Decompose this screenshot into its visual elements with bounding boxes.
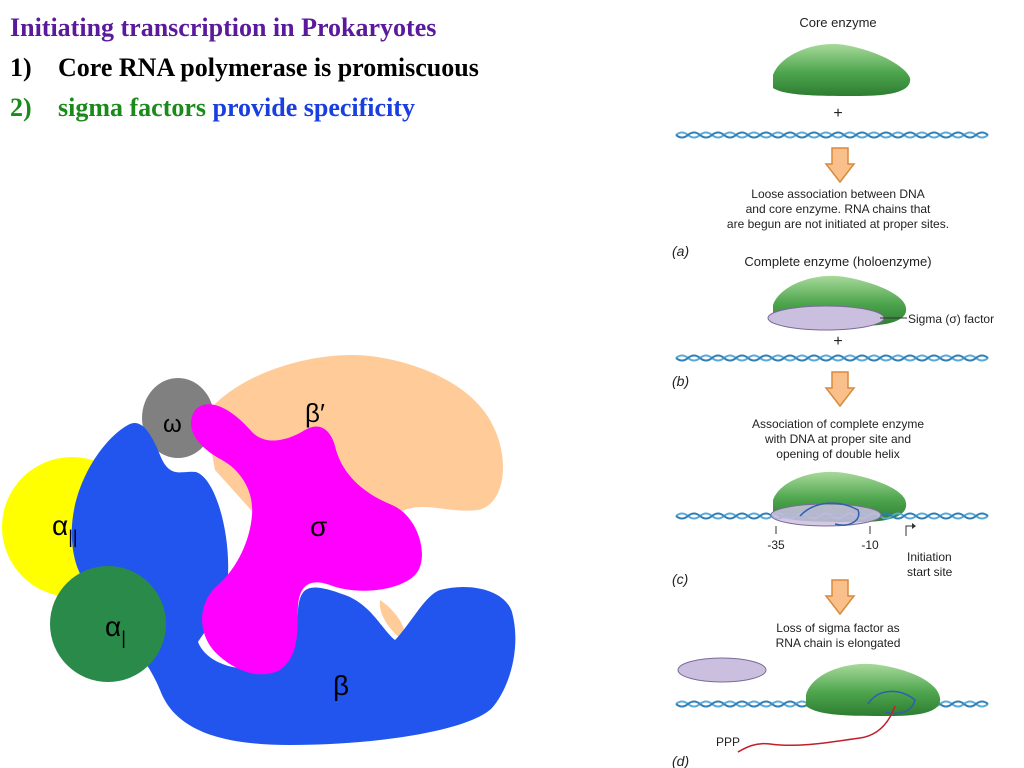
slide-title: Initiating transcription in Prokaryotes	[10, 13, 437, 42]
dna-helix-a	[675, 131, 989, 139]
core-enzyme-shape	[773, 44, 911, 96]
panel-d-letter: (d)	[672, 753, 689, 768]
dna-helix-b	[675, 354, 989, 362]
point-2-text-a: sigma factors	[58, 93, 207, 122]
sigma-factor-label: Sigma (σ) factor	[908, 312, 994, 326]
caption-b-line-2: with DNA at proper site and	[764, 432, 911, 446]
beta-prime-label: β′	[305, 398, 325, 428]
arrow-c	[825, 579, 855, 615]
beta-label: β	[333, 670, 349, 701]
released-sigma-shape	[677, 657, 767, 683]
start-site-arrowhead	[912, 523, 916, 529]
transcription-bubble	[867, 690, 916, 715]
rna-chain	[737, 705, 896, 753]
plus-sign-b: +	[833, 333, 842, 350]
sigma-subunit	[191, 404, 422, 675]
minus-35-label: -35	[767, 538, 785, 552]
caption-b-line-3: opening of double helix	[776, 447, 899, 461]
panel-c-letter: (c)	[672, 571, 688, 587]
point-2-text-b: provide specificity	[212, 93, 415, 122]
holoenzyme-label: Complete enzyme (holoenzyme)	[744, 254, 931, 269]
caption-b-line-1: Association of complete enzyme	[752, 417, 924, 431]
point-2: 2) sigma factors provide specificity	[10, 88, 479, 128]
point-2-number: 2)	[10, 93, 32, 122]
point-1-number: 1)	[10, 53, 32, 82]
point-1: 1) Core RNA polymerase is promiscuous	[10, 48, 479, 88]
elongating-core-shape	[806, 663, 941, 716]
sigma-label: σ	[310, 511, 327, 542]
caption-a-line-1: Loose association between DNA	[751, 187, 924, 201]
start-site-label-1: Initiation	[907, 550, 952, 564]
omega-label: ω	[163, 411, 182, 438]
caption-c-line-1: Loss of sigma factor as	[776, 621, 899, 635]
title-block: Initiating transcription in Prokaryotes …	[10, 8, 479, 128]
start-site-marker	[905, 525, 914, 536]
point-1-text: Core RNA polymerase is promiscuous	[58, 53, 479, 82]
alpha-2-label: α||	[52, 510, 78, 547]
core-enzyme-label: Core enzyme	[799, 15, 876, 30]
alpha-1-label: α|	[105, 611, 126, 648]
panel-a-letter: (a)	[672, 243, 689, 259]
beta-subunit	[71, 423, 516, 745]
open-complex-bubble	[799, 502, 860, 526]
bound-sigma-shape	[770, 503, 882, 527]
plus-sign-a: +	[833, 105, 842, 122]
sigma-factor-shape	[767, 305, 885, 331]
start-site-label-2: start site	[907, 565, 953, 579]
caption-c-line-2: RNA chain is elongated	[776, 636, 901, 650]
arrow-a	[825, 147, 855, 183]
caption-a-line-2: and core enzyme. RNA chains that	[746, 202, 931, 216]
caption-a-line-3: are begun are not initiated at proper si…	[727, 217, 949, 231]
minus-10-label: -10	[861, 538, 879, 552]
beta-prime-lower-lobe	[379, 600, 405, 640]
alpha-1-subunit	[50, 566, 166, 682]
ppp-label: PPP	[716, 735, 740, 749]
panel-b-letter: (b)	[672, 373, 689, 389]
arrow-b	[825, 371, 855, 407]
